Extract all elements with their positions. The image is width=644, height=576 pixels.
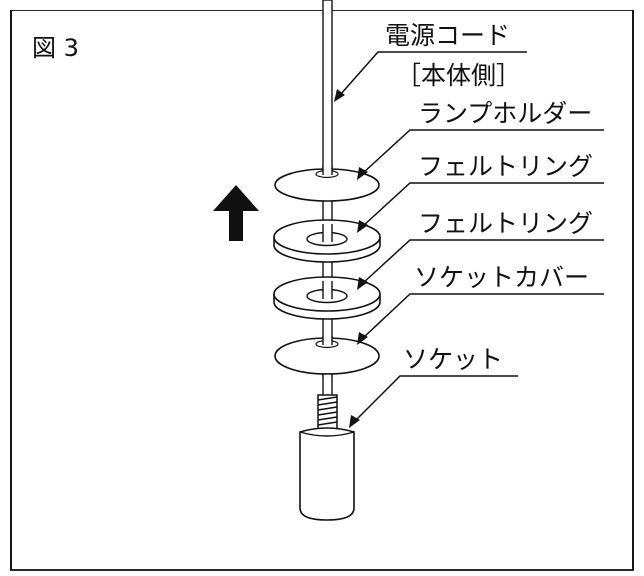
- leader-arrowheads: [334, 89, 368, 428]
- arrow-up-icon: [213, 185, 259, 241]
- label-felt-ring-2: フェルトリング: [418, 209, 594, 238]
- label-power-cord: 電源コード: [385, 21, 511, 50]
- lamp-holder-disk: [274, 166, 380, 202]
- felt-ring-2: [273, 276, 381, 320]
- socket-cover-disk: [274, 336, 380, 375]
- label-socket-cover: ソケットカバー: [414, 263, 590, 292]
- label-main-body-side: ［本体側］: [396, 61, 522, 90]
- label-felt-ring-1: フェルトリング: [418, 152, 594, 181]
- label-socket: ソケット: [403, 345, 504, 374]
- socket-body: [299, 427, 355, 521]
- felt-ring-1: [273, 219, 381, 263]
- leader-lines: [339, 51, 604, 422]
- label-lamp-holder: ランプホルダー: [418, 99, 593, 128]
- socket-thread: [317, 394, 338, 430]
- figure-title: 図 3: [32, 34, 79, 62]
